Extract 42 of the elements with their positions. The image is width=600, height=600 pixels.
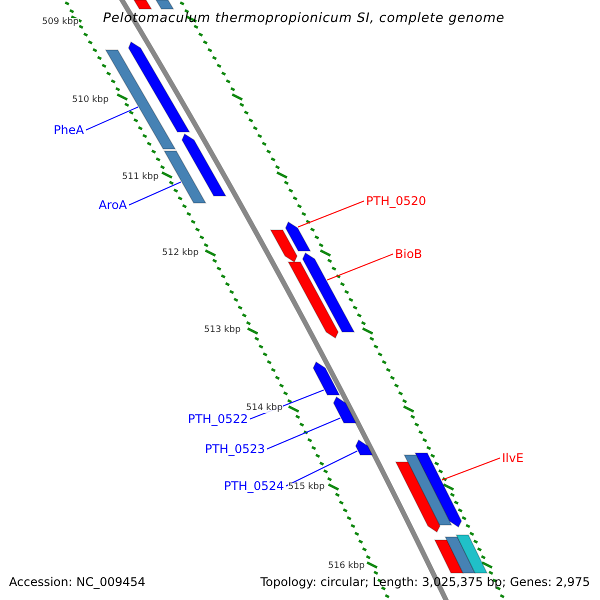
gene-feature (456, 534, 488, 574)
gene-feature (434, 540, 464, 574)
gene-feature (395, 462, 440, 533)
gene-feature (155, 0, 174, 10)
leader-line (266, 418, 341, 450)
scale-label: 516 kbp (328, 562, 365, 571)
gene-label: PTH_0524 (224, 480, 284, 492)
gene-label: PTH_0522 (188, 413, 248, 425)
gene-feature (312, 361, 340, 396)
scale-label: 514 kbp (246, 404, 283, 413)
gene-feature (163, 150, 207, 204)
scale-label: 513 kbp (204, 326, 241, 335)
gene-feature (128, 41, 190, 132)
gene-feature (302, 252, 356, 332)
footer-text: Topology: circular; Length: 3,025,375 bp; Genes: 2,975 (260, 576, 590, 588)
gene-label: PTH_0523 (204, 443, 265, 455)
scale-label: 510 kbp (72, 96, 109, 105)
scale-label: 512 kbp (162, 249, 199, 258)
gene-feature (333, 396, 357, 424)
leader-line (286, 450, 358, 486)
gene-label: AroA (98, 199, 127, 211)
gene-feature (444, 536, 476, 574)
gene-label: PTH_0520 (366, 195, 426, 207)
gene-feature (270, 230, 298, 263)
scale-label: 509 kbp (42, 18, 79, 27)
gene-label: IlvE (502, 452, 524, 464)
gene-feature (403, 454, 452, 526)
scale-label: 515 kbp (288, 483, 325, 492)
gene-feature (414, 452, 462, 528)
gene-feature (355, 439, 374, 456)
leader-line (326, 254, 394, 280)
gene-feature (181, 133, 227, 196)
leader-line (86, 106, 139, 130)
gene-feature (285, 221, 312, 252)
gene-feature (288, 262, 339, 339)
scale-label: 511 kbp (122, 173, 159, 182)
footer-text: Accession: NC_009454 (9, 576, 146, 588)
gene-feature (133, 0, 152, 10)
gene-label: PheA (54, 124, 84, 136)
leader-line (128, 182, 182, 206)
leader-line (441, 458, 500, 480)
gene-label: BioB (395, 248, 422, 260)
